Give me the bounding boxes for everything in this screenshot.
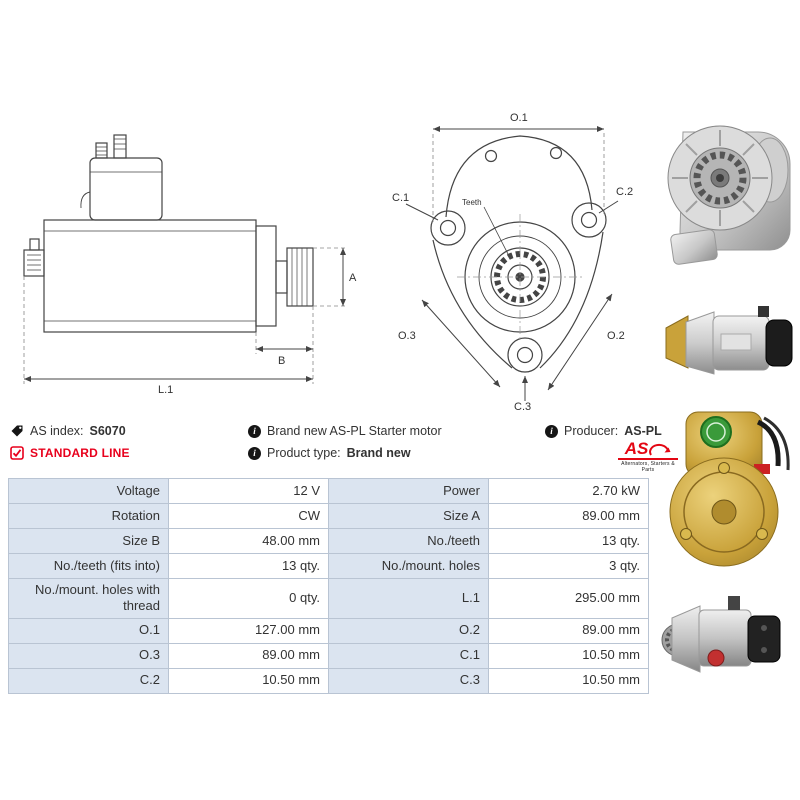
spec-label: No./teeth (fits into): [9, 554, 169, 579]
producer-label: Producer:: [564, 424, 619, 438]
product-type-label: Product type:: [267, 446, 341, 460]
product-photo-column: [658, 100, 800, 696]
brand-new-text: Brand new AS-PL Starter motor: [267, 424, 442, 438]
table-row: O.3 89.00 mm C.1 10.50 mm: [9, 643, 649, 669]
dim-label-b: B: [278, 355, 285, 367]
as-index-item: AS index: S6070: [10, 424, 126, 438]
spec-label: Power: [329, 479, 489, 504]
spec-value: CW: [169, 504, 329, 529]
dim-label-o1: O.1: [510, 112, 528, 124]
table-row: No./teeth (fits into) 13 qty. No./mount.…: [9, 554, 649, 579]
side-view-svg: A B L.1: [23, 134, 357, 396]
brand-new-item: i Brand new AS-PL Starter motor: [248, 424, 442, 438]
aspl-logo-rule: [618, 458, 678, 460]
info-icon: i: [248, 424, 261, 438]
spec-value: 10.50 mm: [169, 668, 329, 694]
spec-label: O.2: [329, 618, 489, 644]
info-icon: i: [545, 424, 558, 438]
producer-item: i Producer: AS-PL: [545, 424, 662, 438]
aspl-logo-swoosh-icon: [649, 443, 671, 456]
standard-line-label: STANDARD LINE: [30, 446, 130, 460]
spec-table: Voltage 12 V Power 2.70 kW Rotation CW S…: [8, 478, 649, 694]
spec-value: 13 qty.: [489, 529, 649, 554]
as-index-value: S6070: [89, 424, 126, 438]
spec-label: C.1: [329, 643, 489, 669]
table-row: Voltage 12 V Power 2.70 kW: [9, 479, 649, 504]
spec-label: Size A: [329, 504, 489, 529]
dim-label-c1: C.1: [392, 192, 409, 204]
spec-value: 127.00 mm: [169, 618, 329, 644]
spec-label: C.3: [329, 668, 489, 694]
spec-value: 295.00 mm: [489, 579, 649, 619]
spec-label: O.1: [9, 618, 169, 644]
dim-label-l1: L.1: [158, 384, 173, 396]
dim-label-o2: O.2: [607, 330, 625, 342]
spec-label: L.1: [329, 579, 489, 619]
aspl-logo-tagline: Alternators, Starters & Parts: [621, 461, 675, 473]
spec-value: 89.00 mm: [169, 643, 329, 669]
spec-value: 0 qty.: [169, 579, 329, 619]
spec-label: No./teeth: [329, 529, 489, 554]
spec-value: 2.70 kW: [489, 479, 649, 504]
product-photo-rear-gold: [669, 411, 790, 567]
spec-value: 89.00 mm: [489, 618, 649, 644]
spec-label: Voltage: [9, 479, 169, 504]
producer-value: AS-PL: [624, 424, 662, 438]
spec-value: 89.00 mm: [489, 504, 649, 529]
front-view-svg: O.1 C.1 C.2 Teeth O.3 O.2 C.3: [392, 112, 633, 413]
product-photo-side: [665, 306, 793, 375]
dim-label-teeth: Teeth: [462, 198, 482, 207]
spec-value: 10.50 mm: [489, 643, 649, 669]
technical-drawing-side-view: A B L.1: [8, 130, 358, 401]
spec-value: 48.00 mm: [169, 529, 329, 554]
spec-label: O.3: [9, 643, 169, 669]
spec-label: No./mount. holes with thread: [9, 579, 169, 619]
table-row: C.2 10.50 mm C.3 10.50 mm: [9, 668, 649, 694]
spec-label: No./mount. holes: [329, 554, 489, 579]
tag-icon: [10, 424, 24, 438]
as-index-label: AS index:: [30, 424, 84, 438]
table-row: O.1 127.00 mm O.2 89.00 mm: [9, 618, 649, 644]
aspl-logo: AS Alternators, Starters & Parts: [616, 439, 680, 473]
dim-label-a: A: [349, 272, 357, 284]
info-icon: i: [248, 446, 261, 460]
aspl-logo-text: AS: [624, 439, 649, 458]
standard-line-item: STANDARD LINE: [10, 446, 130, 460]
product-photo-front: [667, 125, 791, 265]
dim-label-c3: C.3: [514, 401, 531, 412]
product-photo-side-2: [661, 596, 781, 673]
spec-value: 12 V: [169, 479, 329, 504]
product-type-value: Brand new: [346, 446, 411, 460]
spec-label: Rotation: [9, 504, 169, 529]
product-type-item: i Product type: Brand new: [248, 446, 411, 460]
spec-value: 3 qty.: [489, 554, 649, 579]
table-row: Size B 48.00 mm No./teeth 13 qty.: [9, 529, 649, 554]
dim-label-o3: O.3: [398, 330, 416, 342]
technical-drawing-front-view: O.1 C.1 C.2 Teeth O.3 O.2 C.3: [388, 104, 640, 417]
table-row: Rotation CW Size A 89.00 mm: [9, 504, 649, 529]
spec-value: 10.50 mm: [489, 668, 649, 694]
table-row: No./mount. holes with thread 0 qty. L.1 …: [9, 579, 649, 619]
spec-value: 13 qty.: [169, 554, 329, 579]
spec-label: C.2: [9, 668, 169, 694]
spec-label: Size B: [9, 529, 169, 554]
dim-label-c2: C.2: [616, 186, 633, 198]
checkbox-icon: [10, 446, 24, 460]
